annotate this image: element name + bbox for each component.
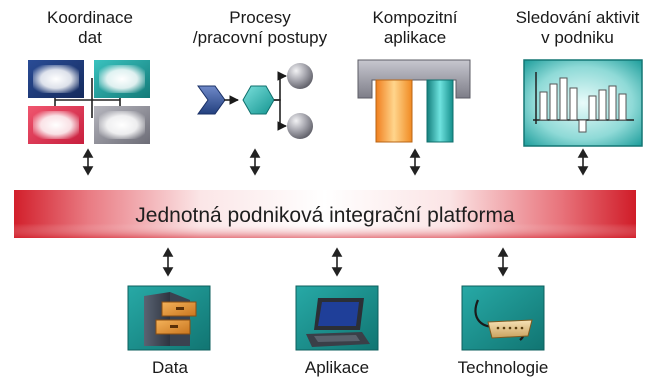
label-composite-apps: Kompozitní aplikace [372,8,458,47]
process-flow-icon [197,63,313,139]
label-technologies: Technologie [457,358,549,377]
double-arrow-icon [162,247,174,277]
double-arrow-icon [331,247,343,277]
platform-label: Jednotná podniková integrační platforma [135,204,515,227]
label-applications: Aplikace [304,358,370,377]
label-activity-monitoring: Sledování aktivit v podniku [515,8,640,47]
label-data: Data [152,358,188,377]
integration-platform-bar: Jednotná podniková integrační platforma [14,190,636,238]
double-arrow-icon [497,247,509,277]
activity-monitoring-chart-icon [523,59,643,147]
double-arrow-icon [409,148,421,176]
filing-cabinet-icon [127,285,211,351]
data-coordination-icon [28,60,150,144]
double-arrow-icon [249,148,261,176]
cable-connector-icon [461,285,545,351]
label-processes: Procesy /pracovní postupy [192,8,328,47]
label-data-coordination: Koordinace dat [46,8,133,47]
bottom-connectors [162,247,509,277]
double-arrow-icon [82,148,94,176]
composite-application-icon [357,59,471,143]
double-arrow-icon [577,148,589,176]
laptop-icon [295,285,379,351]
top-connectors [82,148,589,176]
